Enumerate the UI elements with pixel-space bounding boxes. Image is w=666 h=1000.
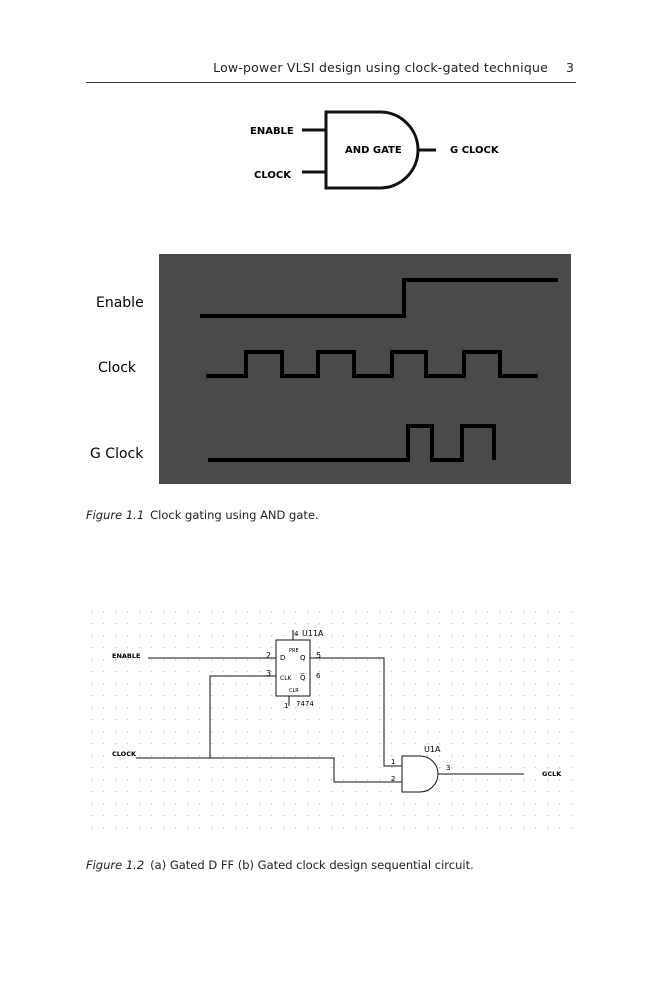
gate-input-clock-label: CLOCK	[254, 170, 292, 181]
clock-wire	[136, 757, 402, 783]
schematic-gclk-label: GCLK	[542, 770, 562, 778]
clock-to-ff-wire	[209, 675, 276, 758]
figure-1-2-label: Figure 1.2	[86, 858, 145, 872]
dff-part-number: 7474	[296, 700, 314, 708]
dff-pin-1: 1	[284, 702, 288, 710]
dff-name: U11A	[302, 629, 324, 638]
dff-pin-clr: CLR	[289, 688, 299, 694]
gate-pin-3: 3	[446, 764, 450, 772]
header-title: Low-power VLSI design using clock-gated …	[213, 60, 548, 75]
gate-pin-2: 2	[391, 775, 395, 783]
and-gate-label: AND GATE	[345, 145, 402, 156]
dff-pin-2: 2	[266, 651, 271, 660]
gate-output-label: G CLOCK	[450, 145, 500, 156]
running-header: Low-power VLSI design using clock-gated …	[86, 60, 576, 83]
dff-pin-4: 4	[294, 630, 299, 638]
dff-pin-6: 6	[316, 672, 321, 680]
schematic-enable-label: ENABLE	[112, 652, 140, 660]
figure-1-1-caption: Figure 1.1 Clock gating using AND gate.	[86, 508, 319, 522]
gclock-waveform-label: G Clock	[90, 446, 144, 462]
waveform-background	[159, 254, 571, 484]
schematic-grid	[90, 610, 572, 838]
enable-waveform	[200, 278, 558, 318]
figure-1-1-text: Clock gating using AND gate.	[150, 508, 319, 522]
schematic-and-gate	[401, 755, 439, 793]
gclock-waveform	[208, 424, 496, 462]
enable-waveform-label: Enable	[96, 295, 144, 311]
dff-pin-pre: PRE	[289, 648, 299, 654]
gate-name: U1A	[424, 745, 441, 754]
figure-1-2-text: (a) Gated D FF (b) Gated clock design se…	[150, 858, 474, 872]
q-output-wire	[310, 657, 402, 767]
gate-pin-1: 1	[391, 758, 395, 766]
gate-input-enable-label: ENABLE	[250, 126, 294, 137]
dff-pin-qbar: Q̅	[300, 673, 306, 682]
dff-pin-q: Q	[300, 654, 306, 662]
and-gate-diagram: ENABLE CLOCK AND GATE G CLOCK	[250, 110, 500, 190]
gated-dff-schematic: U11A 4 D CLK Q Q̅ PRE CLR 7474 1 2 3 5 6…	[90, 610, 572, 838]
page-number: 3	[566, 60, 574, 75]
figure-1-1-label: Figure 1.1	[86, 508, 145, 522]
waveform-diagram: Enable Clock G Clock	[90, 254, 571, 484]
dff-pin-3: 3	[266, 669, 271, 678]
dff-pin-5: 5	[316, 651, 321, 660]
dff-pin-clk: CLK	[280, 675, 293, 682]
and-gate-body	[324, 110, 420, 190]
dff-pin-d: D	[280, 654, 285, 662]
schematic-clock-label: CLOCK	[112, 750, 137, 758]
clock-waveform	[206, 350, 538, 378]
clock-waveform-label: Clock	[98, 360, 137, 376]
figure-1-2-caption: Figure 1.2 (a) Gated D FF (b) Gated clock…	[86, 858, 474, 872]
